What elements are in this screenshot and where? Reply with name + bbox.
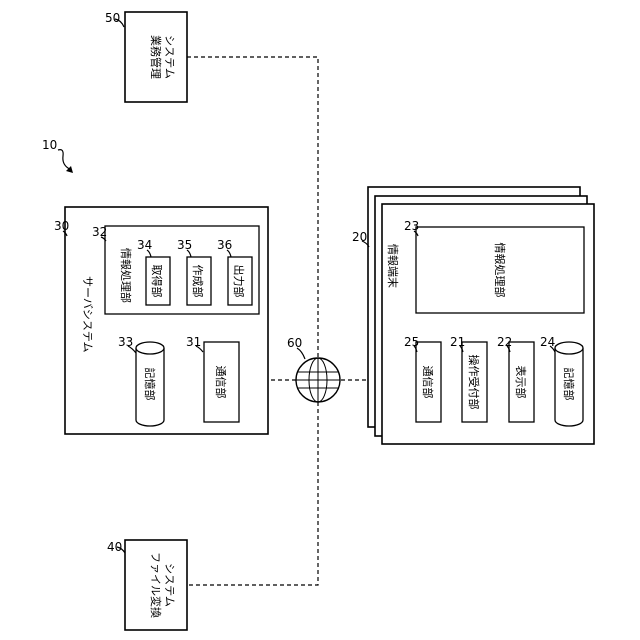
server-storage-top — [136, 342, 164, 354]
output-unit-label: 出力部 — [232, 265, 246, 298]
display-label: 表示部 — [514, 366, 528, 399]
network-ref: 60 — [287, 336, 302, 350]
op-accept-ref: 21 — [450, 335, 465, 349]
op-accept-label: 操作受付部 — [467, 355, 481, 410]
terminal-title: 情報端末 — [386, 244, 400, 288]
terminal-processing-ref: 23 — [404, 219, 419, 233]
file-system-ref: 40 — [107, 540, 122, 554]
business-system-ref: 50 — [105, 11, 120, 25]
network-globe: 60 — [287, 336, 340, 402]
file-system: ファイル変換 システム 40 — [107, 540, 187, 630]
create-unit-ref: 35 — [177, 238, 192, 252]
display-ref: 22 — [497, 335, 512, 349]
terminal-storage-top — [555, 342, 583, 354]
terminal-comm-ref: 25 — [404, 335, 419, 349]
business-system: 業務管理 システム 50 — [105, 11, 187, 102]
figure-ref: 10 — [42, 138, 73, 173]
file-system-line1: ファイル変換 — [149, 552, 163, 618]
figure-ref-number: 10 — [42, 138, 57, 152]
file-system-line2: システム — [163, 563, 176, 607]
terminal-comm-label: 通信部 — [421, 366, 435, 399]
business-system-line1: 業務管理 — [149, 35, 163, 79]
server-system-title: サーバシステム — [81, 276, 94, 353]
server-comm-ref: 31 — [186, 335, 201, 349]
server-comm-label: 通信部 — [214, 366, 228, 399]
server-system-ref: 30 — [54, 219, 69, 233]
server-storage-label: 記憶部 — [143, 368, 157, 401]
acquire-unit-label: 取得部 — [150, 265, 164, 298]
business-system-line2: システム — [163, 35, 176, 79]
server-processing-ref: 32 — [92, 225, 107, 239]
terminal-storage-ref: 24 — [540, 335, 555, 349]
create-unit-label: 作成部 — [191, 265, 205, 298]
output-unit-ref: 36 — [217, 238, 232, 252]
terminal-storage-label: 記憶部 — [562, 368, 576, 401]
terminal-processing-label: 情報処理部 — [493, 243, 507, 298]
acquire-unit-ref: 34 — [137, 238, 152, 252]
server-storage-ref: 33 — [118, 335, 133, 349]
info-terminal: 20 情報端末 情報処理部 23 通信部 25 操作受付部 21 表示部 22 … — [352, 187, 594, 444]
server-processing-label: 情報処理部 — [119, 248, 133, 303]
server-system: 30 サーバシステム 32 情報処理部 取得部 34 作成部 35 出力部 36… — [54, 207, 268, 434]
